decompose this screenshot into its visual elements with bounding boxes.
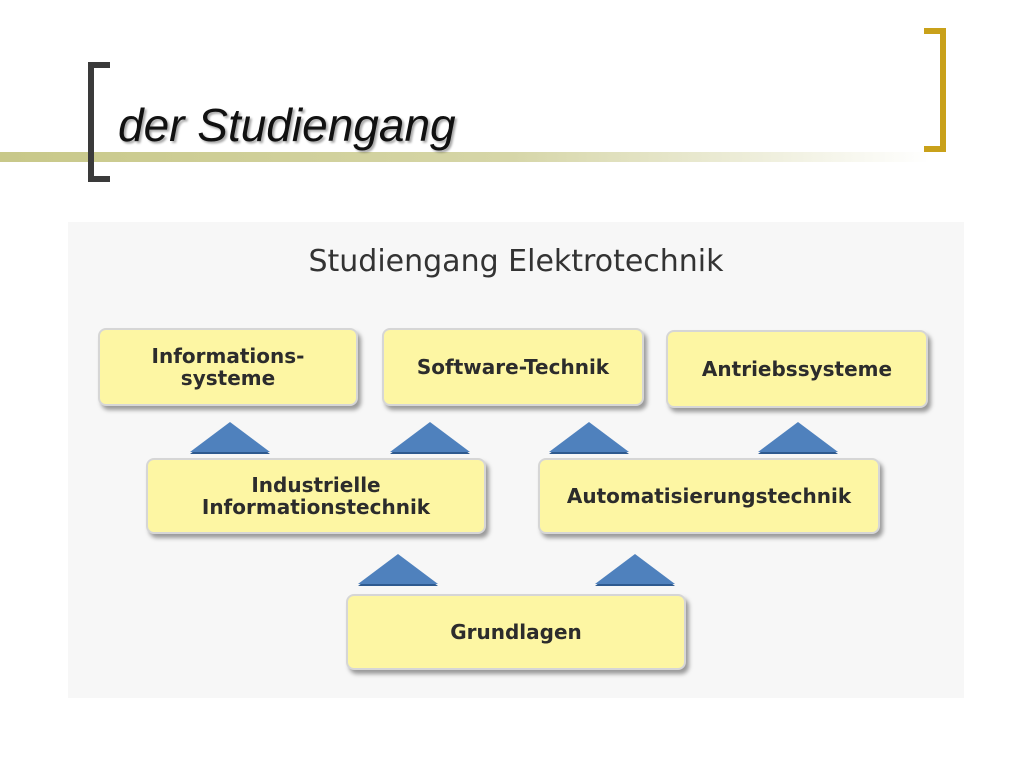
diagram-title: Studiengang Elektrotechnik — [308, 244, 724, 279]
box-software-technik-label: Software-Technik — [416, 354, 610, 379]
diagram-figure: Studiengang Elektrotechnik Informations-… — [68, 222, 964, 698]
triangle-up-icon — [390, 422, 470, 452]
box-industrielle-informationstechnik: Industrielle Informationstechnik — [146, 458, 486, 534]
box-informationssysteme-line1: Informations- — [151, 343, 305, 368]
triangle-up-icon — [358, 554, 438, 584]
box-software-technik: Software-Technik — [382, 328, 644, 406]
box-industrielle-informationstechnik-line2: Informationstechnik — [201, 495, 431, 519]
triangle-up-icon — [549, 422, 629, 452]
box-industrielle-informationstechnik-line1: Industrielle — [251, 472, 381, 497]
box-antriebssysteme-label: Antriebssysteme — [701, 356, 893, 381]
left-bracket-decoration — [88, 62, 110, 182]
triangle-up-icon — [190, 422, 270, 452]
box-informationssysteme-line2: systeme — [180, 366, 276, 390]
triangle-up-icon — [758, 422, 838, 452]
triangle-up-icon — [595, 554, 675, 584]
box-informationssysteme: Informations- systeme — [98, 328, 358, 406]
box-grundlagen: Grundlagen — [346, 594, 686, 670]
box-antriebssysteme: Antriebssysteme — [666, 330, 928, 408]
box-grundlagen-label: Grundlagen — [450, 619, 582, 644]
box-automatisierungstechnik-label: Automatisierungstechnik — [566, 483, 852, 508]
box-automatisierungstechnik: Automatisierungstechnik — [538, 458, 880, 534]
title-underline-decoration — [0, 152, 930, 162]
slide-title: der Studiengang — [118, 99, 456, 151]
right-bracket-decoration — [924, 28, 946, 152]
